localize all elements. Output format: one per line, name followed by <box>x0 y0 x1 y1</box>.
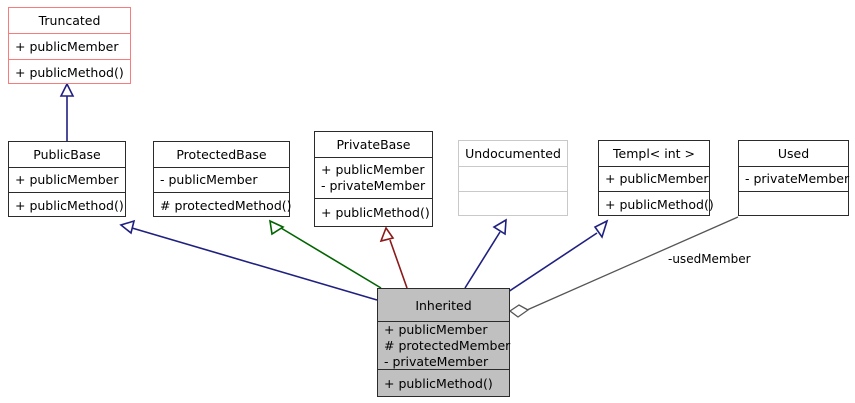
class-attributes-compartment: - publicMember <box>154 167 289 192</box>
class-name: Truncated <box>38 13 101 28</box>
class-attribute: - publicMember <box>160 172 258 187</box>
class-attributes-compartment: + publicMember - privateMember <box>315 157 432 198</box>
class-box-truncated[interactable]: Truncated + publicMember + publicMethod(… <box>8 7 131 84</box>
class-title-compartment: PublicBase <box>9 142 125 167</box>
class-name: PublicBase <box>33 147 101 162</box>
class-attribute: - privateMember <box>745 171 850 186</box>
class-box-templ-int[interactable]: Templ< int > + publicMember + publicMeth… <box>598 140 714 217</box>
class-attributes-compartment: - privateMember <box>739 166 850 191</box>
class-operations-compartment <box>739 191 848 217</box>
class-operation: + publicMethod() <box>321 204 430 220</box>
class-attribute: + publicMember <box>384 321 488 337</box>
class-attributes-compartment: + publicMember <box>9 33 130 59</box>
class-attributes-compartment: + publicMember <box>599 166 709 191</box>
class-box-undocumented[interactable]: Undocumented <box>458 140 568 216</box>
class-operations-compartment: + publicMethod() <box>315 198 432 226</box>
class-name: Undocumented <box>465 146 561 161</box>
class-operations-compartment: + publicMethod() <box>599 191 714 217</box>
class-box-protectedbase[interactable]: ProtectedBase - publicMember # protected… <box>153 141 292 218</box>
class-operation: # protectedMethod() <box>160 197 292 213</box>
edge-inherited-to-used <box>508 216 739 318</box>
class-name: ProtectedBase <box>176 147 267 162</box>
edge-inherited-to-undocumented <box>464 218 507 289</box>
class-title-compartment: Inherited <box>378 289 509 321</box>
class-name: Inherited <box>415 297 472 313</box>
edge-inherited-to-templ <box>507 219 609 293</box>
edge-inherited-to-publicbase <box>119 219 378 301</box>
class-title-compartment: Undocumented <box>459 141 567 166</box>
class-title-compartment: Used <box>739 141 848 166</box>
class-attribute: + publicMember <box>15 38 119 54</box>
class-name: Used <box>777 146 810 161</box>
class-name: PrivateBase <box>336 137 411 152</box>
class-operations-compartment: + publicMethod() <box>9 59 130 85</box>
class-operation: + publicMethod() <box>384 376 493 391</box>
class-operations-compartment: + publicMethod() <box>9 192 125 218</box>
class-title-compartment: Templ< int > <box>599 141 709 166</box>
class-attribute: + publicMember <box>321 162 425 177</box>
class-attributes-compartment <box>459 166 567 191</box>
edge-label-usedmember: -usedMember <box>668 252 751 266</box>
class-operations-compartment: # protectedMethod() <box>154 192 292 218</box>
class-name: Templ< int > <box>613 146 695 161</box>
class-title-compartment: PrivateBase <box>315 132 432 157</box>
class-attribute: - privateMember <box>384 353 489 369</box>
class-operation: + publicMethod() <box>15 64 124 80</box>
class-attribute: + publicMember <box>605 171 709 186</box>
class-title-compartment: ProtectedBase <box>154 142 289 167</box>
class-operation: + publicMethod() <box>605 196 714 212</box>
class-box-privatebase[interactable]: PrivateBase + publicMember - privateMemb… <box>314 131 433 227</box>
edge-inherited-to-protectedbase <box>268 219 382 289</box>
class-operation: + publicMethod() <box>15 197 124 213</box>
class-box-publicbase[interactable]: PublicBase + publicMember + publicMethod… <box>8 141 126 217</box>
edge-publicbase-to-truncated <box>59 82 75 141</box>
class-attribute: + publicMember <box>15 172 119 187</box>
class-attribute: # protectedMember <box>384 337 511 353</box>
class-attributes-compartment: + publicMember <box>9 167 125 192</box>
class-operations-compartment <box>459 191 567 217</box>
class-operations-compartment: + publicMethod() <box>378 369 509 398</box>
class-box-used[interactable]: Used - privateMember <box>738 140 849 216</box>
class-box-inherited[interactable]: Inherited + publicMember # protectedMemb… <box>377 288 510 397</box>
class-title-compartment: Truncated <box>9 8 130 33</box>
class-attribute: - privateMember <box>321 178 426 193</box>
class-attributes-compartment: + publicMember # protectedMember - priva… <box>378 321 511 369</box>
edge-inherited-to-privatebase <box>379 226 408 289</box>
